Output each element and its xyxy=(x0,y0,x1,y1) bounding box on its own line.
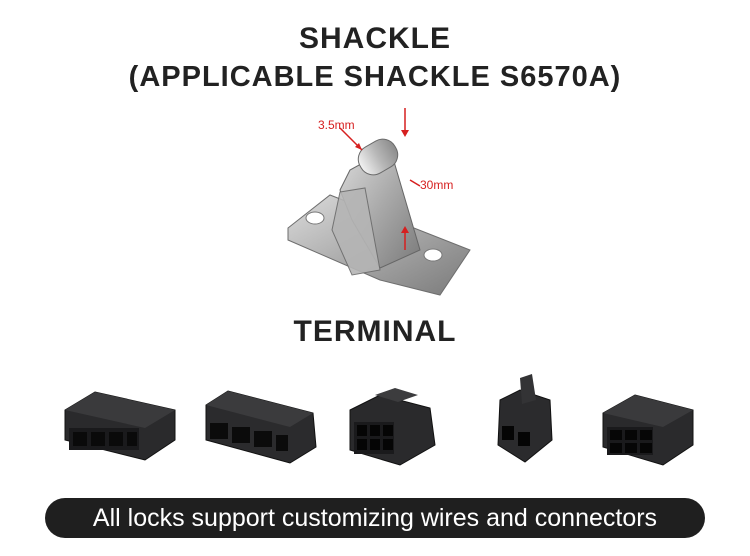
customization-banner: All locks support customizing wires and … xyxy=(45,498,705,538)
title-terminal: TERMINAL xyxy=(293,315,457,348)
subtitle-applicable-shackle: (APPLICABLE SHACKLE S6570A) xyxy=(128,61,622,93)
connector-1-image xyxy=(64,391,176,461)
shackle-image: 3.5mm 30mm xyxy=(270,100,490,310)
connector-2-image xyxy=(205,390,317,464)
callout-pin-diameter: 3.5mm xyxy=(318,118,355,132)
shackle-illustration xyxy=(287,108,471,296)
connector-3-image xyxy=(349,388,436,466)
terminal-connectors xyxy=(40,370,710,470)
callout-height: 30mm xyxy=(420,178,454,192)
connector-4-image xyxy=(497,374,553,463)
connector-5-image xyxy=(602,394,694,466)
title-shackle: SHACKLE xyxy=(298,22,451,55)
